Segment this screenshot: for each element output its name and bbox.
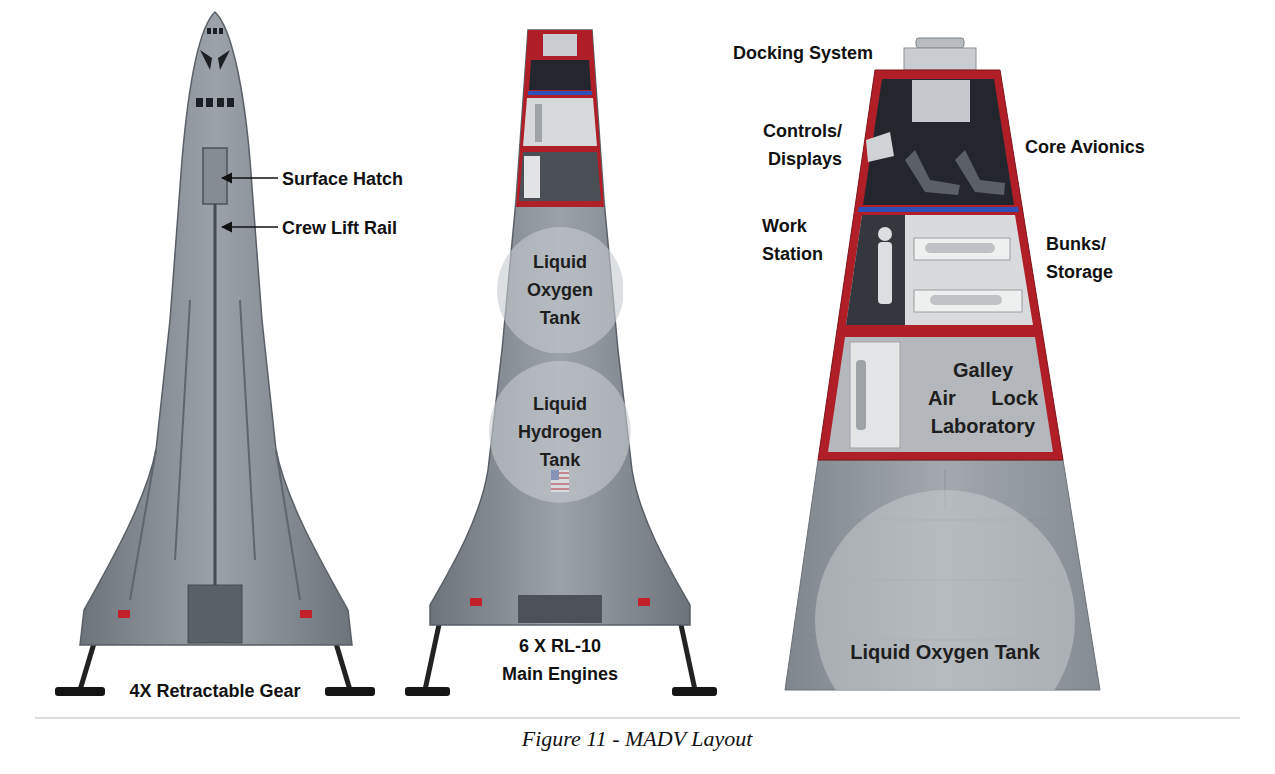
crew-figure bbox=[878, 227, 892, 241]
marker bbox=[638, 598, 650, 606]
gear-foot bbox=[672, 687, 717, 696]
surface-hatch bbox=[203, 148, 227, 204]
tank-circle bbox=[489, 361, 631, 503]
part-label: Docking System bbox=[733, 39, 898, 67]
engine-bay bbox=[188, 585, 242, 643]
part-label: Core Avionics bbox=[1025, 133, 1165, 161]
cutaway-view bbox=[405, 30, 717, 696]
part-label: 4X Retractable Gear bbox=[95, 677, 335, 705]
docking-ring bbox=[916, 38, 964, 48]
gear-leg bbox=[680, 620, 695, 690]
docking-system bbox=[543, 34, 577, 56]
bunk bbox=[914, 290, 1022, 312]
cabinet bbox=[524, 156, 540, 198]
deck-strip bbox=[528, 91, 592, 95]
node-text: Liquid Oxygen Tank bbox=[518, 248, 602, 332]
part-label: Crew Lift Rail bbox=[282, 214, 442, 242]
part-label: 6 X RL-10 Main Engines bbox=[498, 632, 622, 688]
compartment bbox=[828, 337, 1053, 452]
window bbox=[227, 98, 234, 107]
part-label: Surface Hatch bbox=[282, 165, 442, 193]
gear-foot bbox=[405, 687, 450, 696]
exterior-view bbox=[55, 12, 375, 696]
node-text: Liquid Oxygen Tank bbox=[815, 638, 1075, 666]
window bbox=[217, 98, 224, 107]
window bbox=[213, 28, 217, 34]
window bbox=[206, 98, 213, 107]
vehicle-body bbox=[80, 12, 352, 645]
compartment-area: Galley Air Lock Laboratory bbox=[920, 352, 1046, 444]
seat bbox=[905, 150, 960, 195]
leader-arrow bbox=[222, 177, 278, 179]
marker bbox=[470, 598, 482, 606]
tank-circle bbox=[497, 227, 624, 354]
window bbox=[200, 50, 230, 70]
control-console bbox=[866, 132, 894, 162]
caption-rule bbox=[35, 718, 1240, 719]
vehicle-body bbox=[430, 30, 690, 625]
part-label: Bunks/ Storage bbox=[1046, 230, 1126, 286]
gear-leg bbox=[335, 640, 350, 690]
gear-foot bbox=[325, 687, 375, 696]
marker bbox=[300, 610, 312, 618]
compartment bbox=[523, 98, 597, 146]
window bbox=[207, 28, 211, 34]
avionics-box bbox=[912, 80, 970, 122]
seat bbox=[955, 150, 1005, 195]
cabinet bbox=[850, 342, 900, 448]
bunk bbox=[914, 238, 1010, 260]
bunk-figure bbox=[925, 243, 995, 253]
leader-arrow bbox=[222, 226, 278, 228]
gear-leg bbox=[425, 620, 440, 690]
marker bbox=[118, 610, 130, 618]
compartment bbox=[846, 215, 1033, 325]
window bbox=[219, 28, 223, 34]
tank-circle bbox=[815, 490, 1075, 690]
crew-figure bbox=[878, 242, 892, 304]
crew-section-wall bbox=[516, 30, 604, 207]
bunk-figure bbox=[930, 295, 1002, 305]
node-text: Liquid Hydrogen Tank bbox=[508, 390, 612, 474]
gear-leg bbox=[80, 640, 95, 690]
window bbox=[196, 98, 203, 107]
part-label: Controls/ Displays bbox=[750, 117, 842, 173]
engine-bay bbox=[518, 595, 602, 623]
crew-lift-rail bbox=[214, 204, 217, 640]
crew-figure bbox=[535, 104, 542, 142]
part-label: Work Station bbox=[762, 212, 837, 268]
propellant-tank: Liquid Oxygen Tank bbox=[497, 227, 624, 354]
compartment bbox=[529, 60, 591, 90]
propellant-tank: Liquid Oxygen Tank bbox=[815, 490, 1075, 690]
node-text: Galley Air Lock Laboratory bbox=[924, 356, 1042, 440]
propellant-tank: Liquid Hydrogen Tank bbox=[489, 361, 631, 503]
compartment bbox=[519, 152, 601, 201]
crew-section-wall bbox=[818, 70, 1063, 460]
deck-strip bbox=[858, 207, 1019, 212]
docking-system bbox=[904, 48, 976, 70]
figure-caption: Figure 11 - MADV Layout bbox=[337, 726, 937, 752]
crew-figure bbox=[856, 360, 866, 430]
floor bbox=[846, 215, 905, 325]
compartment bbox=[863, 79, 1014, 205]
gear-foot bbox=[55, 687, 105, 696]
